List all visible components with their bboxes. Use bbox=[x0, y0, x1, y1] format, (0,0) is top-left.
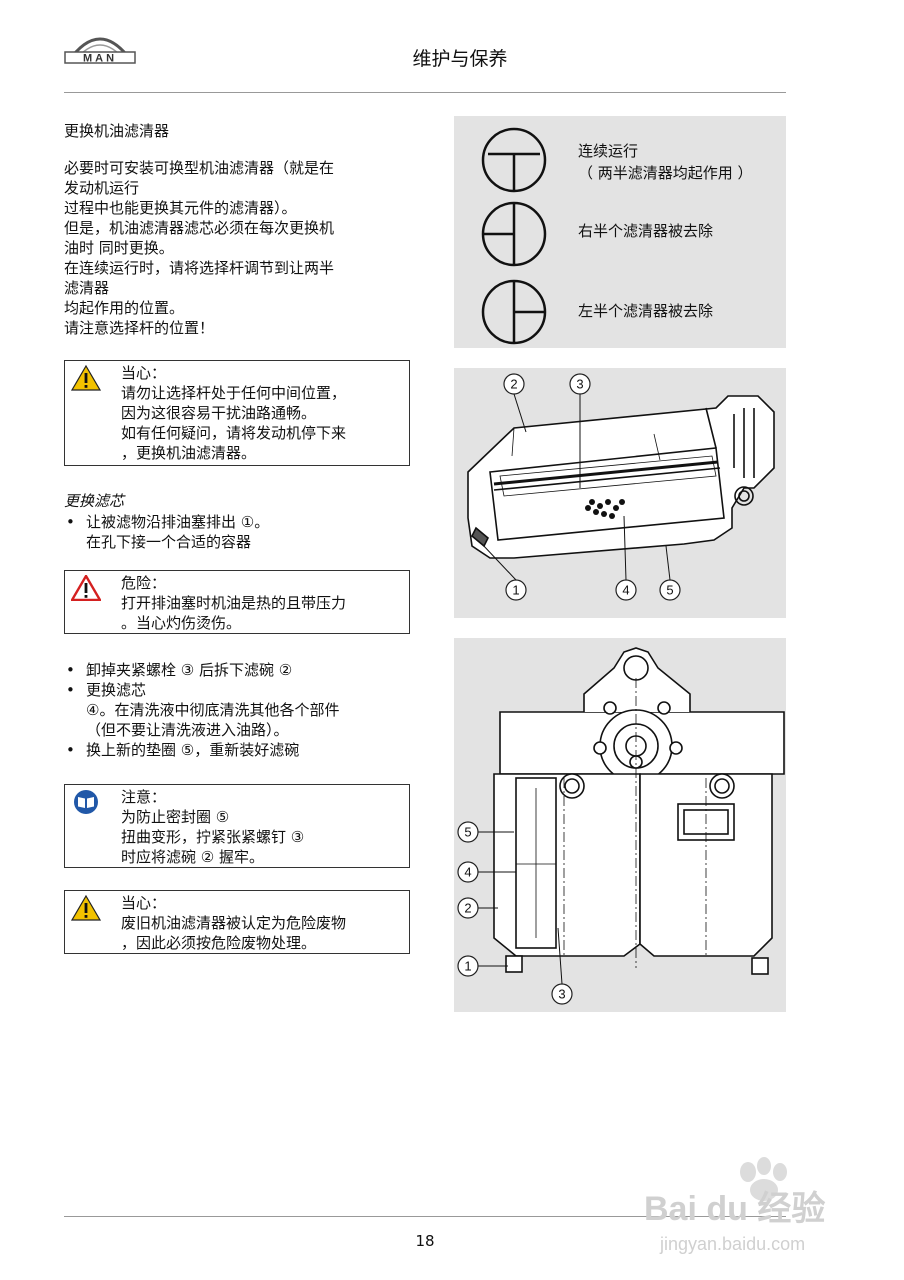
danger-heading: 危险： bbox=[121, 574, 167, 592]
callout-number: 4 bbox=[622, 583, 629, 598]
intro-line: 滤清器 bbox=[64, 279, 110, 297]
intro-line: 过程中也能更换其元件的滤清器）。 bbox=[64, 199, 297, 217]
bullet-item: • 更换滤芯 ④。在清洗液中彻底清洗其他各个部件 （但不要让清洗液进入油路）。 bbox=[64, 680, 339, 740]
bullet-marker: • bbox=[66, 741, 75, 759]
filter-section-drawing: 2 3 1 4 5 bbox=[467, 373, 775, 601]
callout-number: 3 bbox=[558, 987, 565, 1002]
baidu-watermark: Bai du 经验 jingyan.baidu.com bbox=[644, 1157, 825, 1254]
page-number: 18 bbox=[415, 1232, 435, 1250]
note-line: 扭曲变形，拧紧张紧螺钉 ③ bbox=[121, 828, 305, 846]
watermark-url: jingyan.baidu.com bbox=[659, 1234, 805, 1254]
intro-line: 必要时可安装可换型机油滤清器（就是在 bbox=[64, 159, 335, 177]
danger-line: 。当心灼伤烫伤。 bbox=[121, 614, 242, 632]
bullet-line: 在孔下接一个合适的容器 bbox=[86, 533, 252, 551]
filter-assembly-diagram: 5 4 2 1 3 bbox=[454, 638, 786, 1012]
book-info-icon bbox=[74, 790, 98, 814]
bullet-line: 让被滤物沿排油塞排出 ①。 bbox=[86, 513, 270, 531]
symbol-label-line: 右半个滤清器被去除 bbox=[578, 222, 714, 240]
intro-line: 均起作用的位置。 bbox=[64, 299, 185, 317]
bullet-marker: • bbox=[66, 661, 75, 679]
footer-divider bbox=[64, 1216, 786, 1217]
bullet-line: 卸掉夹紧螺栓 ③ 后拆下滤碗 ② bbox=[86, 661, 293, 679]
symbol-label-line: 左半个滤清器被去除 bbox=[578, 302, 714, 320]
intro-line: 请注意选择杆的位置！ bbox=[64, 319, 215, 337]
symbol-label: 左半个滤清器被去除 bbox=[578, 300, 713, 322]
selector-left-removed-icon bbox=[481, 279, 547, 345]
bullet-line: （但不要让清洗液进入油路）。 bbox=[86, 721, 289, 739]
watermark-brand: Bai du 经验 bbox=[644, 1189, 825, 1228]
danger-line: 打开排油塞时机油是热的且带压力 bbox=[121, 594, 347, 612]
bullet-list: • 让被滤物沿排油塞排出 ①。 在孔下接一个合适的容器 bbox=[64, 512, 269, 552]
caution-box: 当心： 请勿让选择杆处于任何中间位置， 因为这很容易干扰油路通畅。 如有任何疑问… bbox=[64, 360, 410, 466]
bullet-line: 更换滤芯 bbox=[86, 681, 147, 699]
symbol-label-line: 连续运行 bbox=[578, 142, 639, 160]
bullet-marker: • bbox=[66, 513, 75, 531]
danger-box: 危险： 打开排油塞时机油是热的且带压力 。当心灼伤烫伤。 bbox=[64, 570, 410, 634]
bullet-item: • 换上新的垫圈 ⑤，重新装好滤碗 bbox=[64, 740, 339, 760]
note-line: 为防止密封圈 ⑤ bbox=[121, 808, 230, 826]
bullet-list: • 卸掉夹紧螺栓 ③ 后拆下滤碗 ② • 更换滤芯 ④。在清洗液中彻底清洗其他各… bbox=[64, 660, 339, 760]
callout-number: 1 bbox=[464, 959, 471, 974]
filter-section-diagram: 2 3 1 4 5 bbox=[454, 368, 786, 618]
selector-symbols-panel: 连续运行 （ 两半滤清器均起作用 ） 右半个滤清器被去除 左半个滤清器被去除 bbox=[454, 116, 786, 348]
callout-number: 3 bbox=[576, 377, 583, 392]
symbol-label-line: （ 两半滤清器均起作用 ） bbox=[578, 164, 753, 182]
bullet-item: • 让被滤物沿排油塞排出 ①。 在孔下接一个合适的容器 bbox=[64, 512, 269, 552]
callout-number: 1 bbox=[512, 583, 519, 598]
section-title: 更换机油滤清器 bbox=[64, 122, 170, 140]
callout-number: 2 bbox=[510, 377, 517, 392]
caution-line: 如有任何疑问，请将发动机停下来 bbox=[121, 424, 347, 442]
warning-triangle-icon bbox=[71, 895, 101, 921]
bullet-line: 换上新的垫圈 ⑤，重新装好滤碗 bbox=[86, 741, 300, 759]
callout-number: 4 bbox=[464, 865, 471, 880]
caution-line: 因为这很容易干扰油路通畅。 bbox=[121, 404, 317, 422]
diagram2-callouts: 5 4 2 1 3 bbox=[457, 821, 573, 1005]
caution-heading: 当心： bbox=[121, 364, 167, 382]
logo-text: MAN bbox=[83, 53, 117, 65]
selector-both-icon bbox=[481, 127, 547, 193]
intro-line: 油时 同时更换。 bbox=[64, 239, 174, 257]
bullet-line: ④。在清洗液中彻底清洗其他各个部件 bbox=[86, 701, 340, 719]
subsection-title: 更换滤芯 bbox=[64, 492, 125, 510]
selector-right-removed-icon bbox=[481, 201, 547, 267]
note-box: 注意： 为防止密封圈 ⑤ 扭曲变形，拧紧张紧螺钉 ③ 时应将滤碗 ② 握牢。 bbox=[64, 784, 410, 868]
note-heading: 注意： bbox=[121, 788, 167, 806]
intro-paragraph: 必要时可安装可换型机油滤清器（就是在 发动机运行 过程中也能更换其元件的滤清器）… bbox=[64, 158, 409, 338]
caution-line: ，更换机油滤清器。 bbox=[121, 444, 257, 462]
intro-line: 发动机运行 bbox=[64, 179, 140, 197]
diagram1-callouts: 2 3 1 4 5 bbox=[503, 373, 681, 601]
danger-triangle-icon bbox=[71, 575, 101, 601]
intro-line: 但是，机油滤清器滤芯必须在每次更换机 bbox=[64, 219, 335, 237]
caution-line: ，因此必须按危险废物处理。 bbox=[121, 934, 317, 952]
intro-line: 在连续运行时，请将选择杆调节到让两半 bbox=[64, 259, 335, 277]
caution-heading: 当心： bbox=[121, 894, 167, 912]
filter-assembly-drawing: 5 4 2 1 3 bbox=[457, 647, 785, 1005]
note-line: 时应将滤碗 ② 握牢。 bbox=[121, 848, 264, 866]
caution-line: 请勿让选择杆处于任何中间位置， bbox=[121, 384, 347, 402]
man-logo: MAN bbox=[64, 37, 136, 65]
callout-number: 5 bbox=[464, 825, 471, 840]
caution-line: 废旧机油滤清器被认定为危险废物 bbox=[121, 914, 347, 932]
header-title: 维护与保养 bbox=[412, 48, 508, 70]
callout-number: 5 bbox=[666, 583, 673, 598]
bullet-marker: • bbox=[66, 681, 75, 699]
header-divider bbox=[64, 92, 786, 93]
symbol-label: 连续运行 （ 两半滤清器均起作用 ） bbox=[578, 140, 753, 184]
warning-triangle-icon bbox=[71, 365, 101, 391]
bullet-item: • 卸掉夹紧螺栓 ③ 后拆下滤碗 ② bbox=[64, 660, 339, 680]
symbol-label: 右半个滤清器被去除 bbox=[578, 220, 713, 242]
callout-number: 2 bbox=[464, 901, 471, 916]
caution-box: 当心： 废旧机油滤清器被认定为危险废物 ，因此必须按危险废物处理。 bbox=[64, 890, 410, 954]
